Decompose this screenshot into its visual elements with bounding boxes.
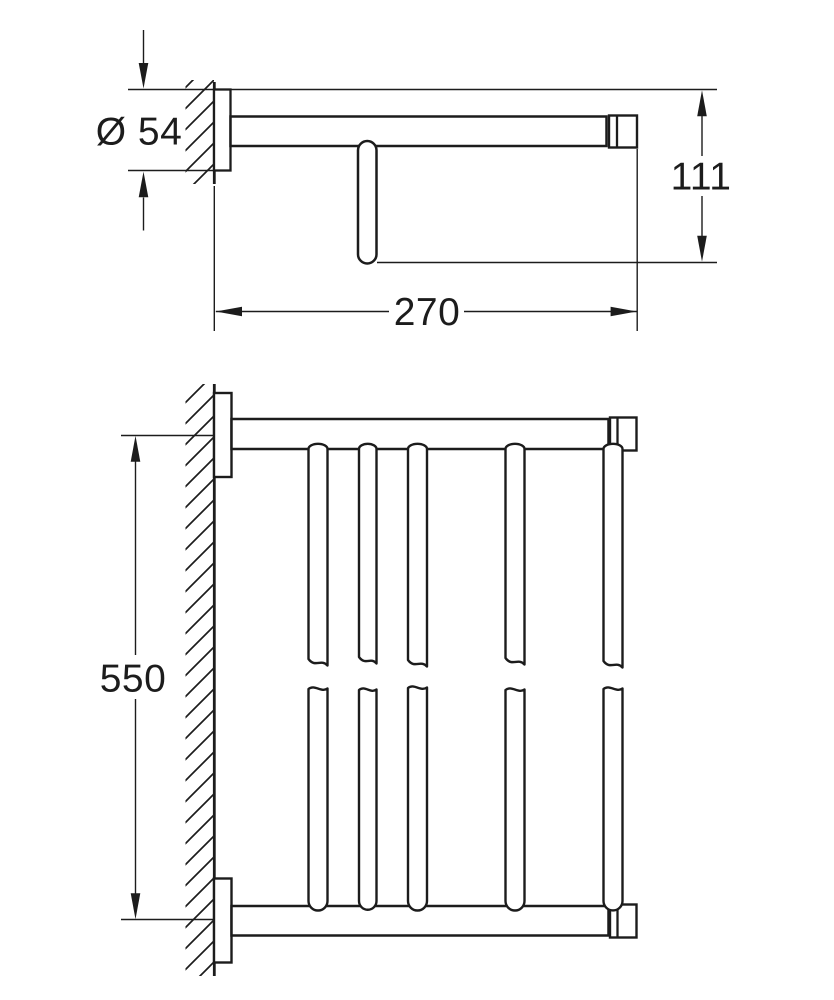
upper-wall-plate <box>212 391 233 479</box>
towel-rail-4-lower <box>504 687 526 912</box>
towel-rail-1-upper <box>307 442 329 667</box>
lower-wall-plate <box>212 877 233 964</box>
front-view: 550 <box>100 384 638 976</box>
towel-rail-2-upper <box>357 442 378 665</box>
dim-length-label: 550 <box>100 658 167 701</box>
dimension-plate-diameter: Ø 54 <box>96 30 183 231</box>
dim-diameter-label: Ø 54 <box>96 111 183 154</box>
dim-height-label: 111 <box>671 156 732 199</box>
towel-rail-side-profile <box>356 139 378 265</box>
dim-depth-label: 270 <box>394 291 461 334</box>
towel-rails <box>307 442 624 912</box>
dim-length-bottom-arrow <box>130 893 141 920</box>
towel-rail-1-lower <box>307 686 329 912</box>
dimension-side-height: 111 <box>671 90 732 262</box>
dim-height-upper-arrow <box>697 90 707 117</box>
dim-diameter-lower-arrow <box>138 171 149 198</box>
towel-rail-4-upper <box>504 442 526 666</box>
wall-plate-profile <box>212 88 232 172</box>
dim-depth-right-arrow <box>610 306 637 317</box>
dimension-side-depth: 270 <box>213 149 638 334</box>
towel-rail-5-lower <box>602 686 624 912</box>
dim-height-lower-arrow <box>697 235 707 262</box>
towel-rail-5-upper <box>602 442 624 669</box>
mounting-bar-profile <box>229 115 608 148</box>
side-view: Ø 54 111 270 <box>96 30 732 334</box>
wall-hatching <box>185 384 214 976</box>
towel-rail-2-lower <box>357 687 378 911</box>
towel-rail-3-lower <box>406 685 429 912</box>
towel-rail-3-upper <box>406 442 429 668</box>
dimension-front-length: 550 <box>100 434 213 921</box>
bar-end-cap <box>607 114 639 149</box>
wall-hatching <box>185 80 214 184</box>
dim-length-top-arrow <box>130 435 141 462</box>
dim-depth-left-arrow <box>215 306 242 317</box>
dim-diameter-upper-arrow <box>138 63 149 89</box>
